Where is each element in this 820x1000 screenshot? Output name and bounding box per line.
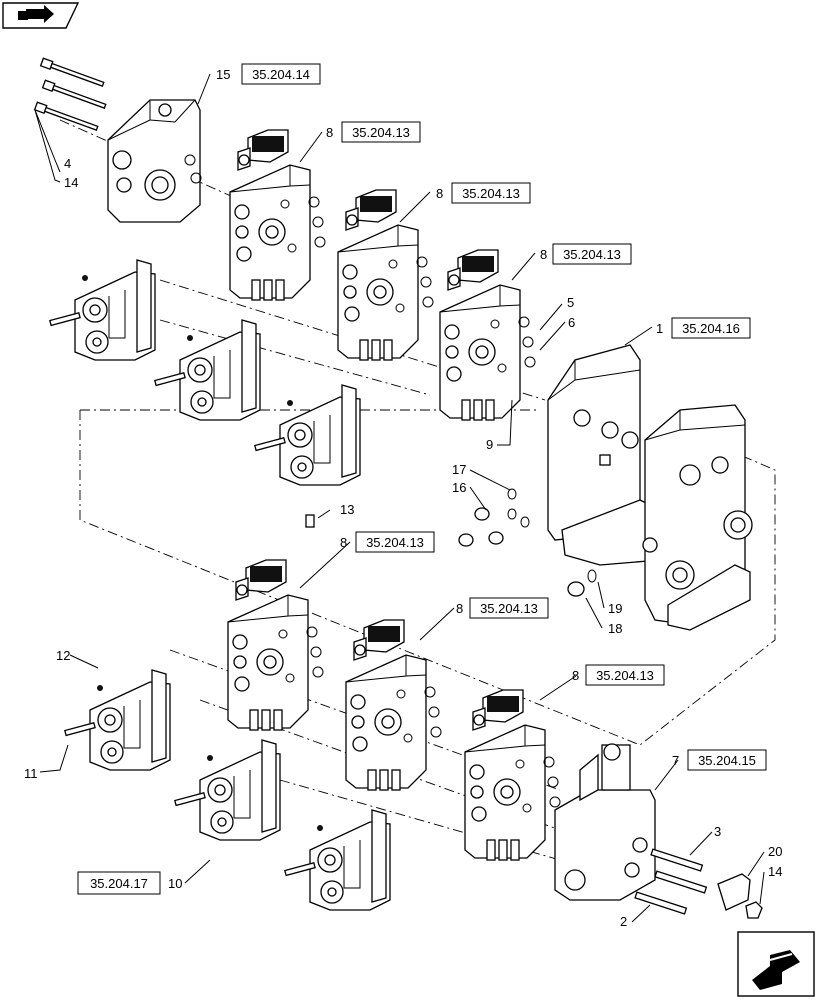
callout-labels: 15 8 8 8 4 14 5 6 1 9 17 16 13 8 8 8 19 … xyxy=(24,67,782,929)
section-endcap-1 xyxy=(49,259,156,361)
callout-15: 15 xyxy=(216,67,230,82)
ref-box-8c[interactable]: 35.204.13 xyxy=(552,243,632,265)
section-endcap-3 xyxy=(254,384,361,486)
control-section-upper-3 xyxy=(439,249,536,421)
ref-box-8b-text: 35.204.13 xyxy=(462,186,520,201)
callout-9: 9 xyxy=(486,437,493,452)
main-valve-body xyxy=(547,344,753,631)
ref-box-15-text: 35.204.14 xyxy=(252,67,310,82)
tie-bolts-bottom xyxy=(634,848,763,919)
callout-8a: 8 xyxy=(326,125,333,140)
ref-box-10-text: 35.204.17 xyxy=(90,876,148,891)
ref-box-1[interactable]: 35.204.16 xyxy=(671,317,751,339)
callout-12: 12 xyxy=(56,648,70,663)
ref-box-8c-text: 35.204.13 xyxy=(563,247,621,262)
ref-box-8e[interactable]: 35.204.13 xyxy=(469,597,549,619)
callout-13: 13 xyxy=(340,502,354,517)
callout-19: 19 xyxy=(608,601,622,616)
end-plate-outlet xyxy=(554,743,656,901)
callout-8e: 8 xyxy=(456,601,463,616)
callout-18: 18 xyxy=(608,621,622,636)
ref-box-7-text: 35.204.15 xyxy=(698,753,756,768)
callout-8c: 8 xyxy=(540,247,547,262)
callout-8d: 8 xyxy=(340,535,347,550)
plugs-and-seals xyxy=(305,488,597,597)
section-endcap-5 xyxy=(174,739,281,841)
book-arrow-icon xyxy=(26,5,54,23)
ref-box-15[interactable]: 35.204.14 xyxy=(241,63,321,85)
ref-box-8d[interactable]: 35.204.13 xyxy=(355,531,435,553)
callout-8f: 8 xyxy=(572,668,579,683)
ref-box-8d-text: 35.204.13 xyxy=(366,535,424,550)
control-section-upper-1 xyxy=(229,129,326,301)
callout-14b: 14 xyxy=(768,864,782,879)
callout-20: 20 xyxy=(768,844,782,859)
ref-box-7[interactable]: 35.204.15 xyxy=(687,749,767,771)
control-section-lower-3 xyxy=(464,689,561,861)
section-endcap-4 xyxy=(64,669,171,771)
ref-box-8f-text: 35.204.13 xyxy=(596,668,654,683)
callout-14a: 14 xyxy=(64,175,78,190)
section-endcap-2 xyxy=(154,319,261,421)
callout-2: 2 xyxy=(620,914,627,929)
nav-forward-button[interactable] xyxy=(737,931,815,997)
ref-box-8e-text: 35.204.13 xyxy=(480,601,538,616)
section-endcap-6 xyxy=(284,809,391,911)
tie-bolts-top xyxy=(33,57,107,131)
control-section-upper-2 xyxy=(337,189,434,361)
callout-7: 7 xyxy=(672,753,679,768)
callout-16: 16 xyxy=(452,480,466,495)
control-section-lower-1 xyxy=(227,559,324,731)
callout-11: 11 xyxy=(24,766,38,781)
callout-5: 5 xyxy=(567,295,574,310)
leader-lines xyxy=(34,73,765,923)
callout-6: 6 xyxy=(568,315,575,330)
callout-17: 17 xyxy=(452,462,466,477)
ref-box-10[interactable]: 35.204.17 xyxy=(77,871,161,895)
nav-back-button[interactable] xyxy=(2,2,80,29)
callout-1: 1 xyxy=(656,321,663,336)
end-plate-inlet xyxy=(107,99,202,223)
callout-8b: 8 xyxy=(436,186,443,201)
control-section-lower-2 xyxy=(345,619,442,791)
ref-box-1-text: 35.204.16 xyxy=(682,321,740,336)
ref-box-8b[interactable]: 35.204.13 xyxy=(451,182,531,204)
ref-box-8a[interactable]: 35.204.13 xyxy=(341,121,421,143)
callout-10: 10 xyxy=(168,876,182,891)
callout-4: 4 xyxy=(64,156,71,171)
ref-box-8f[interactable]: 35.204.13 xyxy=(585,664,665,686)
arrow-box-icon xyxy=(752,950,800,990)
callout-3: 3 xyxy=(714,824,721,839)
ref-box-8a-text: 35.204.13 xyxy=(352,125,410,140)
